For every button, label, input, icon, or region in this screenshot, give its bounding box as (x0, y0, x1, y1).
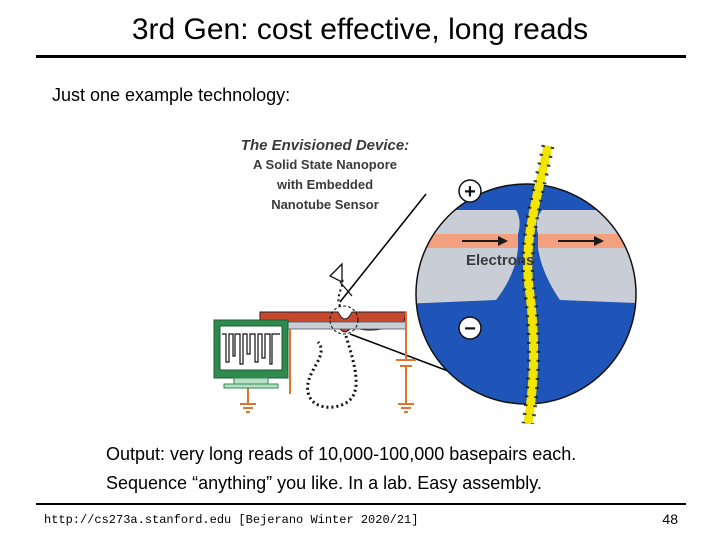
title-divider (36, 55, 686, 58)
electrons-label: Electrons (466, 252, 534, 269)
dna-strand-core (524, 145, 551, 424)
figure-caption-line1: The Envisioned Device: (241, 137, 409, 154)
ground-icon-right (398, 403, 414, 413)
figure-caption-line2: A Solid State Nanopore (253, 157, 397, 172)
pore-highlight (329, 305, 359, 335)
magnified-pore-view (416, 184, 636, 404)
positive-electrode-label: + (464, 181, 476, 203)
footer-divider (36, 503, 686, 505)
positive-electrode-icon (458, 179, 482, 203)
zoom-line-bottom (349, 333, 457, 375)
ground-icon-left (240, 388, 256, 413)
magnified-circle-outline (415, 183, 637, 405)
figure-caption-line3: with Embedded (276, 177, 373, 192)
negative-electrode-label: − (464, 318, 476, 340)
membrane-lower-left (416, 248, 518, 304)
negative-electrode-icon (458, 316, 482, 340)
dna-outgoing (306, 335, 358, 409)
slide-title: 3rd Gen: cost effective, long reads (131, 13, 589, 46)
footer-url: http://cs273a.stanford.edu [Bejerano Win… (44, 513, 419, 527)
electron-arrow-left-head (498, 236, 508, 246)
page-number: 48 (662, 511, 678, 527)
membrane-upper-left (416, 210, 520, 234)
membrane-upper-right (536, 210, 636, 234)
monitor-icon (213, 319, 289, 389)
intro-text: Just one example technology: (52, 85, 291, 105)
sequence-description: Sequence “anything” you like. In a lab. … (106, 473, 542, 493)
output-description: Output: very long reads of 10,000-100,00… (106, 444, 577, 464)
nanopore-device-figure: The Envisioned Device: A Solid State Nan… (213, 137, 637, 424)
membrane-lower-right (538, 248, 636, 304)
figure-caption-line4: Nanotube Sensor (271, 197, 379, 212)
zoom-line-top (339, 193, 427, 303)
dna-direction-arrow-icon (328, 262, 343, 284)
dna-direction-arrow-shaft (339, 281, 353, 297)
signal-trace (222, 333, 280, 365)
electron-arrow-right-head (594, 236, 604, 246)
